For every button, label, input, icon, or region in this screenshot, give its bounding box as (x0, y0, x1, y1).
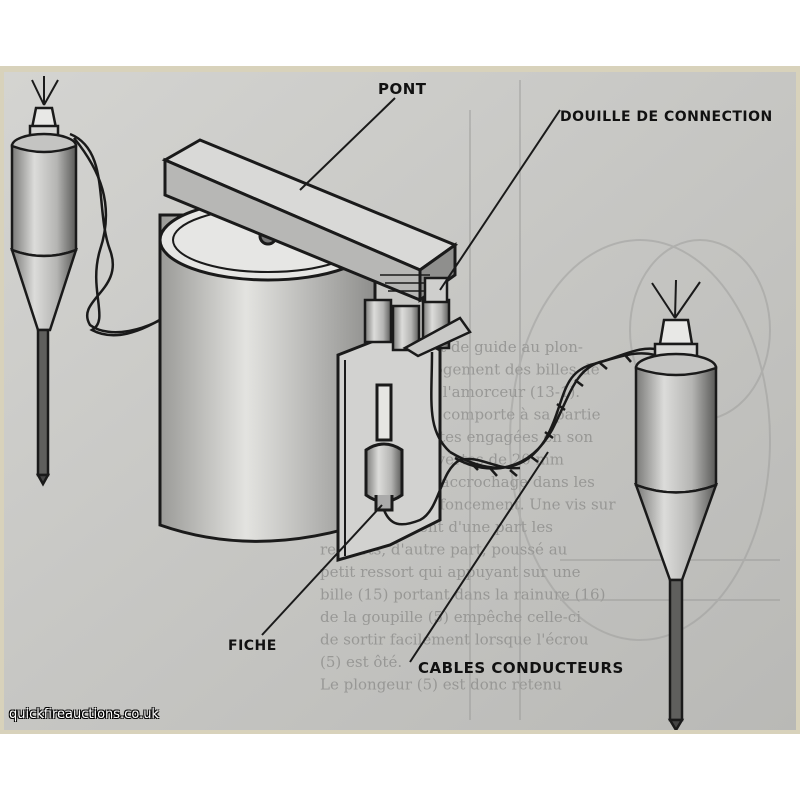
background-text-line: bille (15) portant dans la rainure (16) (320, 586, 605, 604)
left-twisted-cable (69, 132, 183, 337)
background-text-line: Le plongeur (5) est donc retenu (320, 676, 562, 694)
device-body (158, 198, 378, 543)
label-douille-de-connection: DOUILLE DE CONNECTION (560, 109, 773, 125)
left-detonator (10, 76, 78, 487)
background-text-line: petit ressort qui appuyant sur une (320, 563, 581, 581)
background-text-line: de sortir facilement lorsque l'écrou (320, 631, 589, 649)
detonator-diagram: Le corps (2) sert de guide au plon-geur … (4, 72, 796, 730)
label-cables-conducteurs: CABLES CONDUCTEURS (418, 659, 624, 677)
right-twisted-cable (449, 347, 663, 477)
pont-bridge (161, 138, 459, 303)
label-fiche: FICHE (228, 638, 277, 654)
fiche-cable (382, 351, 521, 526)
label-pont: PONT (378, 80, 427, 98)
connection-sockets (363, 276, 472, 358)
background-text-line: de la goupille (5) empêche celle-ci (320, 608, 581, 626)
right-detonator (633, 279, 719, 730)
watermark-text: quickfireauctions.co.uk (9, 707, 159, 722)
leader-lines (261, 97, 561, 663)
background-text-line: (5) est ôté. (320, 653, 402, 671)
fiche-plug (364, 383, 404, 512)
